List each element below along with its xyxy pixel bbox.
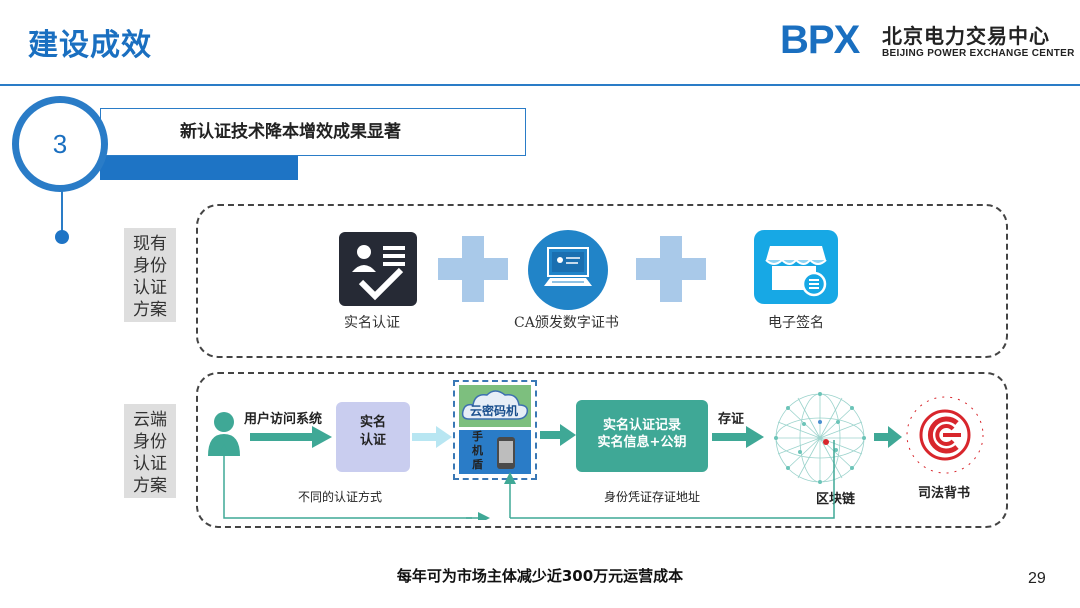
blockchain-label: 区块链 <box>816 492 856 507</box>
arrow-right-icon <box>712 426 764 448</box>
existing-scheme-label: 现有身份认证方案 <box>124 228 176 322</box>
existing-scheme-panel <box>196 204 1008 358</box>
cloud-scheme-label-text: 云端身份认证方案 <box>133 410 167 496</box>
plus-icon <box>636 236 706 302</box>
arrow-right-icon <box>874 426 902 448</box>
real-name-auth-label: 实名认证 <box>344 315 400 331</box>
logo-english-name: BEIJING POWER EXCHANGE CENTER <box>882 48 1075 59</box>
cloud-icon <box>461 390 529 420</box>
auth-record-box <box>576 400 708 472</box>
cloud-crypto-label: 云密码机 <box>470 404 519 418</box>
auth-record-line2: 实名信息+公钥 <box>597 435 687 450</box>
ca-certificate-label: CA颁发数字证书 <box>514 315 619 331</box>
arrow-right-icon <box>540 424 576 446</box>
cloud-scheme-label: 云端身份认证方案 <box>124 404 176 498</box>
credential-address-label: 身份凭证存证地址 <box>604 490 701 504</box>
existing-scheme-label-text: 现有身份认证方案 <box>133 234 167 320</box>
banner-box <box>100 108 526 156</box>
cost-saving-summary: 每年可为市场主体减少近300万元运营成本 <box>396 567 684 585</box>
cloud-crypto-box <box>459 385 531 427</box>
arrow-right-icon <box>250 426 332 448</box>
judicial-seal-icon <box>900 392 990 478</box>
real-name-auth-box <box>336 402 410 472</box>
return-arrows <box>218 440 835 520</box>
timeline-line <box>61 190 63 236</box>
page-number: 29 <box>1028 570 1046 587</box>
diff-methods-label: 不同的认证方式 <box>298 490 383 504</box>
section-number: 3 <box>52 129 68 159</box>
timeline-dot <box>55 230 69 244</box>
cloud-scheme-panel <box>196 372 1008 528</box>
section-number-ring <box>12 96 108 192</box>
logo-mark: BPX <box>780 18 860 62</box>
crypto-phone-frame <box>453 380 537 480</box>
id-card-icon <box>339 232 417 306</box>
plus-icon <box>438 236 508 302</box>
store-label: 存证 <box>718 412 745 427</box>
real-name-auth-box-text: 实名认证 <box>359 415 386 448</box>
logo-chinese-name: 北京电力交易中心 <box>882 24 1050 48</box>
page-title: 建设成效 <box>28 28 152 63</box>
judicial-label: 司法背书 <box>918 486 971 501</box>
user-access-label: 用户访问系统 <box>244 412 323 427</box>
section-heading: 新认证技术降本增效成果显著 <box>180 122 401 142</box>
phone-icon <box>496 436 516 470</box>
e-signature-label: 电子签名 <box>768 315 824 331</box>
header-divider <box>0 84 1080 86</box>
phone-shield-box <box>459 430 531 474</box>
auth-record-line1: 实名认证记录 <box>602 418 681 433</box>
ca-certificate-icon <box>528 230 608 310</box>
arrow-right-icon <box>412 426 452 448</box>
e-signature-icon <box>754 230 838 304</box>
phone-shield-label: 手机盾 <box>472 430 483 471</box>
